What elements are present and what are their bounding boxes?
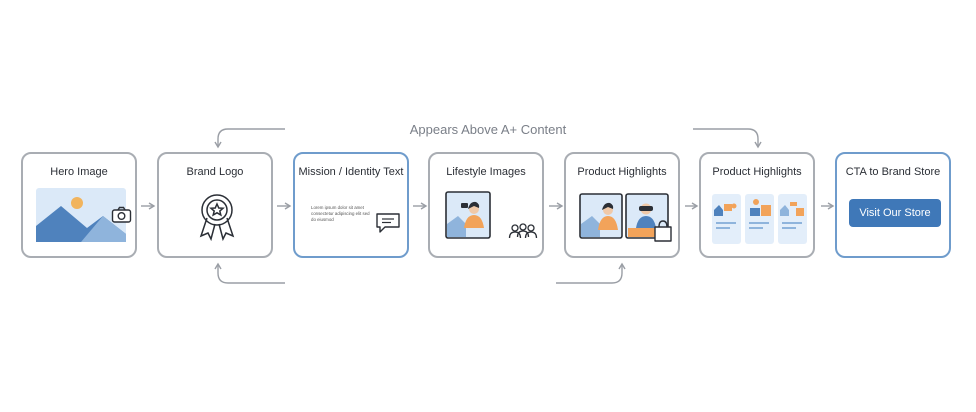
step-title: Brand Logo: [186, 166, 244, 178]
loop-arrow-top-left: [214, 128, 285, 149]
step-title: Mission / Identity Text: [298, 166, 404, 178]
award-badge-icon: [199, 194, 235, 242]
loop-arrow-bottom-left: [214, 262, 285, 284]
appears-above-caption: Appears Above A+ Content: [409, 122, 567, 137]
landscape-image-icon: [36, 188, 126, 242]
loop-arrow-bottom-right: [556, 262, 626, 284]
step-card-hero-image[interactable]: Hero Image: [21, 152, 137, 258]
step-card-lifestyle-images[interactable]: Lifestyle Images: [428, 152, 544, 258]
step-title: CTA to Brand Store: [845, 166, 941, 178]
lifestyle-photo-icon: [445, 191, 491, 239]
step-card-mission-text[interactable]: Mission / Identity Text Lorem ipsum dolo…: [293, 152, 409, 258]
mission-body-text: Lorem ipsum dolor sit amet consectetur a…: [311, 205, 370, 222]
step-title: Product Highlights: [577, 166, 667, 178]
step-title: Hero Image: [50, 166, 108, 178]
step-title: Product Highlights: [712, 166, 802, 178]
product-photos-icon: [579, 193, 669, 239]
step-title: Lifestyle Images: [446, 166, 526, 178]
step-card-brand-logo[interactable]: Brand Logo: [157, 152, 273, 258]
step-card-cta-brand-store[interactable]: CTA to Brand Store Visit Our Store: [835, 152, 951, 258]
loop-arrow-top-right: [693, 128, 762, 149]
shopping-bag-icon: [654, 220, 672, 242]
people-group-icon: [508, 223, 538, 239]
visit-store-button[interactable]: Visit Our Store: [849, 199, 941, 227]
product-tiles-icon: [712, 194, 807, 244]
step-card-product-highlights-1[interactable]: Product Highlights: [564, 152, 680, 258]
step-card-product-highlights-2[interactable]: Product Highlights: [699, 152, 815, 258]
camera-icon: [111, 206, 132, 223]
chat-bubble-icon: [376, 213, 400, 233]
